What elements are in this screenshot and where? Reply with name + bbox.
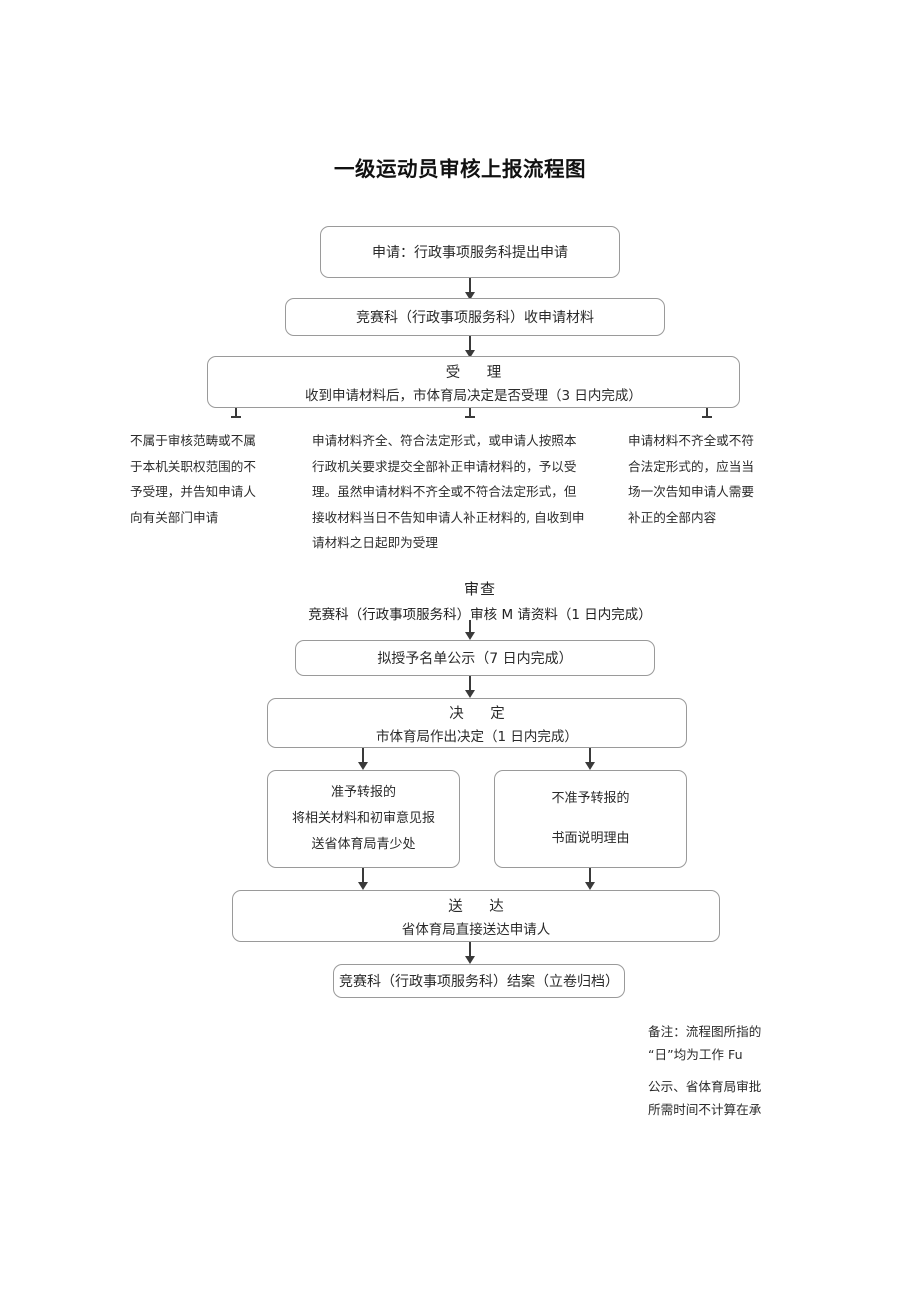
node-publicity-label: 拟授予名单公示（7 日内完成） — [377, 651, 573, 667]
connector-rejected-to-delivery — [589, 868, 591, 884]
node-approved-transfer-line2: 将相关材料和初审意见报 — [291, 811, 435, 826]
node-apply[interactable]: 申请：行政事项服务科提出申请 — [320, 226, 620, 278]
branch-stub-middle-cap — [465, 416, 475, 418]
node-receive-materials[interactable]: 竞赛科（行政事项服务科）收申请材料 — [285, 298, 665, 336]
node-decision-header: 决 定 — [449, 705, 511, 722]
node-apply-label: 申请：行政事项服务科提出申请 — [372, 245, 568, 261]
node-delivery-header: 送 达 — [448, 898, 510, 915]
node-rejected-transfer[interactable]: 不准予转报的 书面说明理由 — [494, 770, 687, 868]
section-review-detail: 竞赛科（行政事项服务科）审核 M 请资料（1 日内完成） — [308, 607, 652, 623]
node-delivery-detail: 省体育局直接送达申请人 — [401, 921, 551, 938]
note-acceptance-criteria: 申请材料齐全、符合法定形式，或申请人按照本 行政机关要求提交全部补正申请材料的，… — [312, 433, 585, 550]
branch-stub-middle — [469, 408, 471, 418]
node-receive-materials-label: 竞赛科（行政事项服务科）收申请材料 — [356, 310, 594, 326]
node-publicity[interactable]: 拟授予名单公示（7 日内完成） — [295, 640, 655, 676]
arrowhead-approved-to-delivery — [357, 882, 368, 890]
connector-apply-to-receive — [469, 278, 471, 296]
connector-publicity-to-decision — [469, 676, 471, 692]
branch-stub-left-cap — [231, 416, 241, 418]
node-acceptance-detail: 收到申请材料后，市体育局决定是否受理（3 日内完成） — [305, 387, 642, 404]
arrowhead-publicity-to-decision — [464, 690, 475, 698]
node-decision[interactable]: 决 定 市体育局作出决定（1 日内完成） — [267, 698, 687, 748]
branch-stub-left — [235, 408, 237, 418]
section-review-title: 审查 — [463, 580, 496, 598]
arrowhead-apply-to-receive — [464, 292, 475, 300]
footnote-working-days: 备注：流程图所指的 “日”均为工作 Fu — [648, 1024, 762, 1062]
arrowhead-review-to-publicity — [464, 632, 475, 640]
arrowhead-receive-to-acceptance — [464, 350, 475, 358]
arrowhead-decision-to-approved — [357, 762, 368, 770]
node-acceptance-header: 受 理 — [445, 364, 508, 381]
connector-receive-to-acceptance — [469, 336, 471, 354]
connector-delivery-to-closing — [469, 942, 471, 960]
section-review: 审查 竞赛科（行政事项服务科）审核 M 请资料（1 日内完成） — [270, 578, 690, 623]
page-title: 一级运动员审核上报流程图 — [334, 157, 586, 181]
node-closing[interactable]: 竞赛科（行政事项服务科）结案（立卷归档） — [333, 964, 625, 998]
footnote-time-exclusion: 公示、省体育局审批 所需时间不计算在承 — [648, 1079, 762, 1117]
note-incomplete-materials: 申请材料不齐全或不符 合法定形式的，应当当 场一次告知申请人需要 补正的全部内容 — [628, 433, 754, 525]
connector-decision-to-rejected — [589, 748, 591, 764]
node-decision-detail: 市体育局作出决定（1 日内完成） — [376, 728, 578, 745]
arrowhead-rejected-to-delivery — [584, 882, 595, 890]
node-delivery[interactable]: 送 达 省体育局直接送达申请人 — [232, 890, 720, 942]
connector-approved-to-delivery — [362, 868, 364, 884]
arrowhead-decision-to-rejected — [584, 762, 595, 770]
node-rejected-transfer-line1: 不准予转报的 — [551, 791, 630, 806]
node-approved-transfer-line3: 送省体育局青少处 — [311, 837, 416, 852]
arrowhead-delivery-to-closing — [464, 956, 475, 964]
note-out-of-scope: 不属于审核范畴或不属 于本机关职权范围的不 予受理，并告知申请人 向有关部门申请 — [130, 433, 256, 525]
connector-decision-to-approved — [362, 748, 364, 764]
branch-stub-right — [706, 408, 708, 418]
node-acceptance[interactable]: 受 理 收到申请材料后，市体育局决定是否受理（3 日内完成） — [207, 356, 740, 408]
node-rejected-transfer-line2: 书面说明理由 — [551, 831, 630, 846]
node-closing-label: 竞赛科（行政事项服务科）结案（立卷归档） — [339, 974, 619, 990]
branch-stub-right-cap — [702, 416, 712, 418]
node-approved-transfer-line1: 准予转报的 — [330, 785, 396, 800]
connector-review-to-publicity — [469, 620, 471, 636]
node-approved-transfer[interactable]: 准予转报的 将相关材料和初审意见报 送省体育局青少处 — [267, 770, 460, 868]
